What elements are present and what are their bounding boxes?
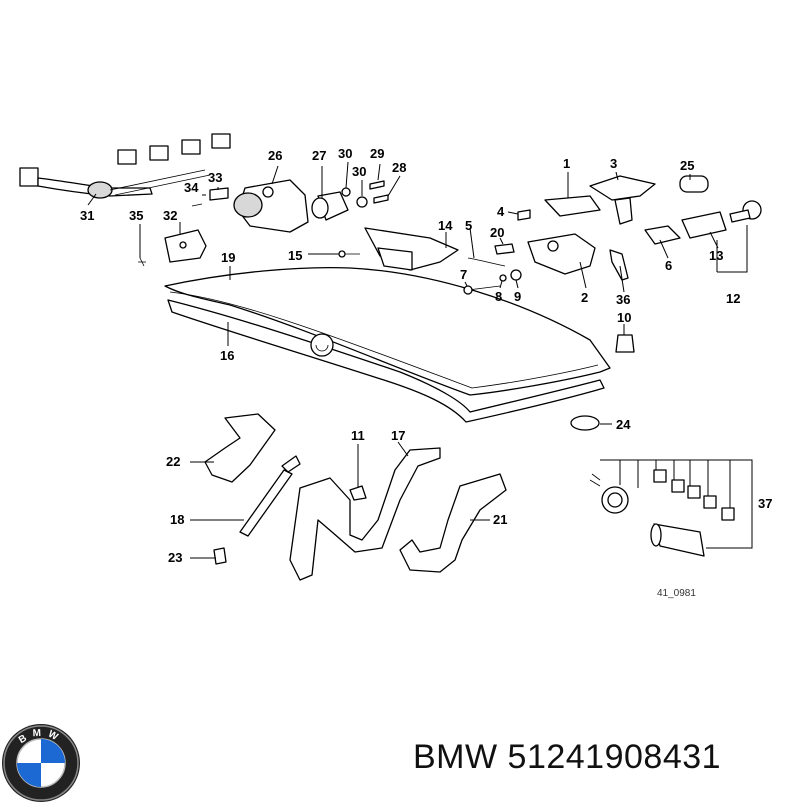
callout-labels: 1 2 3 4 5 6 7 8 9 10 11 12 13 14 15 16 1… <box>80 146 772 599</box>
callout-29: 29 <box>370 146 384 161</box>
callout-8: 8 <box>495 289 502 304</box>
callout-5: 5 <box>465 218 472 233</box>
callout-30b: 30 <box>352 164 366 179</box>
callout-23: 23 <box>168 550 182 565</box>
callout-11: 11 <box>351 428 365 443</box>
callout-35: 35 <box>129 208 143 223</box>
callout-2: 2 <box>581 290 588 305</box>
callout-1: 1 <box>563 156 570 171</box>
rubber-buffer <box>615 334 635 353</box>
callout-30a: 30 <box>338 146 352 161</box>
callout-20: 20 <box>490 225 504 240</box>
grommet <box>570 415 600 431</box>
hinges-and-strut <box>204 413 507 581</box>
callout-14: 14 <box>438 218 453 233</box>
lid-handle-and-cylinder <box>589 175 762 273</box>
callout-25: 25 <box>680 158 694 173</box>
callout-7: 7 <box>460 267 467 282</box>
callout-31: 31 <box>80 208 94 223</box>
callout-18: 18 <box>170 512 184 527</box>
cable-assembly <box>19 133 231 199</box>
reference-code: 41_0981 <box>657 588 696 599</box>
callout-36: 36 <box>616 292 630 307</box>
callout-15: 15 <box>288 248 302 263</box>
callout-16: 16 <box>220 348 234 363</box>
callout-21: 21 <box>493 512 507 527</box>
trunk-latch <box>517 195 629 281</box>
callout-12: 12 <box>726 291 740 306</box>
callout-6: 6 <box>665 258 672 273</box>
callout-27: 27 <box>312 148 326 163</box>
bmw-roundel-icon: BMW <box>2 724 80 802</box>
trunk-lid <box>164 266 611 423</box>
lock-assembly-center <box>335 227 522 295</box>
callout-4: 4 <box>497 204 505 219</box>
leader-lines <box>87 161 719 559</box>
callout-32: 32 <box>163 208 177 223</box>
brand-name: BMW <box>413 738 498 776</box>
callout-3: 3 <box>610 156 617 171</box>
callout-28: 28 <box>392 160 406 175</box>
callout-24: 24 <box>616 417 631 432</box>
callout-37: 37 <box>758 496 772 511</box>
part-number: 51241908431 <box>507 738 722 776</box>
part-caption: BMW 51241908431 <box>413 738 721 777</box>
callout-26: 26 <box>268 148 282 163</box>
callout-17: 17 <box>391 428 405 443</box>
callout-19: 19 <box>221 250 235 265</box>
callout-34: 34 <box>184 180 199 195</box>
lock-cylinder-kit <box>589 459 753 557</box>
callout-9: 9 <box>514 289 521 304</box>
callout-13: 13 <box>709 248 723 263</box>
callout-33: 33 <box>208 170 222 185</box>
callout-10: 10 <box>617 310 631 325</box>
callout-22: 22 <box>166 454 180 469</box>
central-lock-actuator <box>138 179 389 267</box>
